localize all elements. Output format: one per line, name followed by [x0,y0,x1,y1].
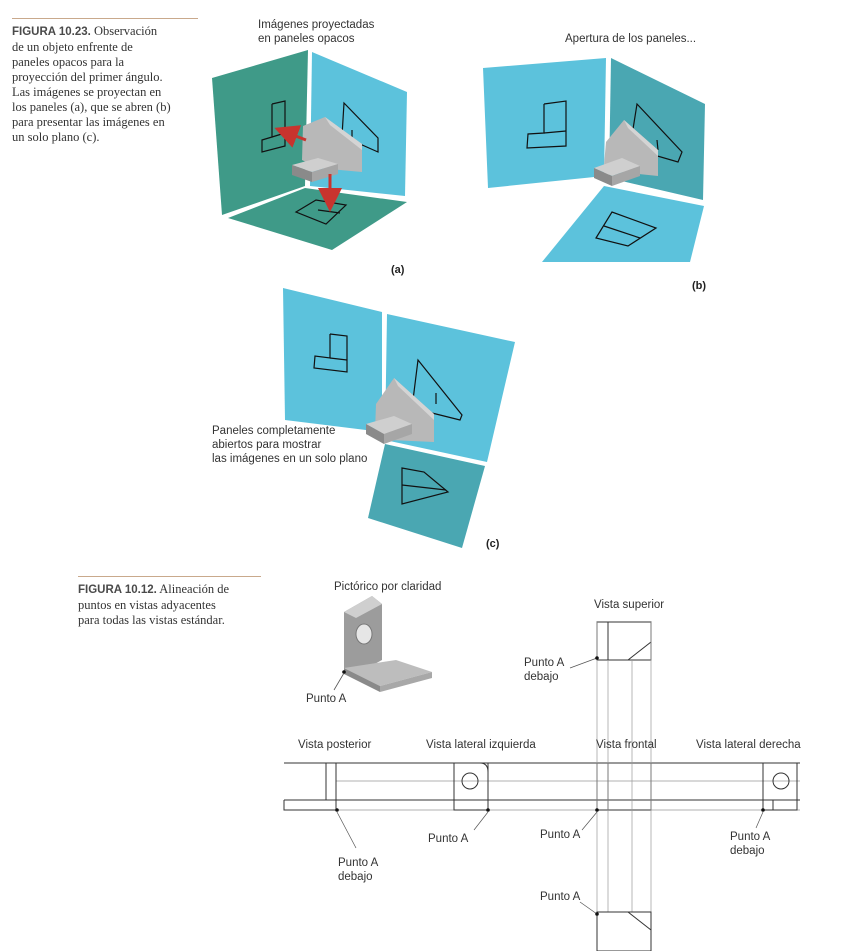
label-a: Imágenes proyectadas en paneles opacos [258,18,374,46]
panel-set-c [283,288,515,548]
caption-line: de un objeto enfrente de [12,40,133,54]
bottom-point-label: Punto A [540,891,581,903]
right-point-line: debajo [730,845,765,857]
caption-line: Observación [93,24,158,38]
left-panel-a [212,50,308,215]
caption-line: proyección del primer ángulo. [12,70,163,84]
panel-set-b [483,58,705,262]
caption-fig12: FIGURA 10.12. Alineación de puntos en vi… [78,582,268,628]
pictorial-object [333,596,432,692]
front-point-label: Punto A [540,829,581,841]
bottom-panel-c [368,444,485,548]
tag-b: (b) [692,280,707,292]
top-point-line: debajo [524,671,559,683]
pictorial-point-label: Punto A [306,693,347,705]
caption-line: Las imágenes se proyectan en [12,85,162,99]
label-c-line: abiertos para mostrar [212,439,322,451]
caption-rule-fig12 [78,576,261,577]
bottom-panel-b [542,186,704,262]
label-c-line: Paneles completamente [212,425,336,437]
point-a-markers [335,656,765,916]
right-view-label: Vista lateral derecha [696,739,801,751]
rear-point-label: Punto A debajo [338,856,378,884]
caption-line: un solo plano (c). [12,130,100,144]
right-point-label: Punto A debajo [730,830,770,858]
tag-a: (a) [391,264,405,276]
top-point-label: Punto A debajo [524,656,564,684]
pictorial-label: Pictórico por claridad [334,581,442,593]
top-view-label: Vista superior [594,599,665,611]
caption-line: para todas las vistas estándar. [78,613,225,627]
caption-line: paneles opacos para la [12,55,125,69]
bottom-panel-a [228,188,407,250]
right-point-line: Punto A [730,831,771,843]
rear-view-label: Vista posterior [298,739,372,751]
caption-fig23: FIGURA 10.23. Observación de un objeto e… [12,24,202,145]
rear-point-line: debajo [338,871,373,883]
label-a-line: Imágenes proyectadas [258,19,375,31]
left-view-label: Vista lateral izquierda [426,739,536,751]
caption-line: puntos en vistas adyacentes [78,598,216,612]
caption-line: para presentar las imágenes en [12,115,165,129]
left-point-label: Punto A [428,833,469,845]
label-c: Paneles completamente abiertos para most… [212,424,367,466]
orthographic-views [283,621,800,951]
caption-rule-fig23 [12,18,198,19]
left-panel-c [283,288,382,432]
label-c-line: las imágenes en un solo plano [212,453,368,465]
panel-set-a [212,50,407,250]
caption-line: los paneles (a), que se abren (b) [12,100,171,114]
top-point-line: Punto A [524,657,565,669]
caption-label-fig12: FIGURA 10.12. [78,584,157,596]
tag-c: (c) [486,538,500,550]
label-a-line: en paneles opacos [258,33,355,45]
caption-label-fig23: FIGURA 10.23. [12,26,91,38]
front-view-label: Vista frontal [596,739,657,751]
caption-line: Alineación de [159,582,230,596]
label-b: Apertura de los paneles... [565,33,697,45]
rear-point-line: Punto A [338,857,379,869]
